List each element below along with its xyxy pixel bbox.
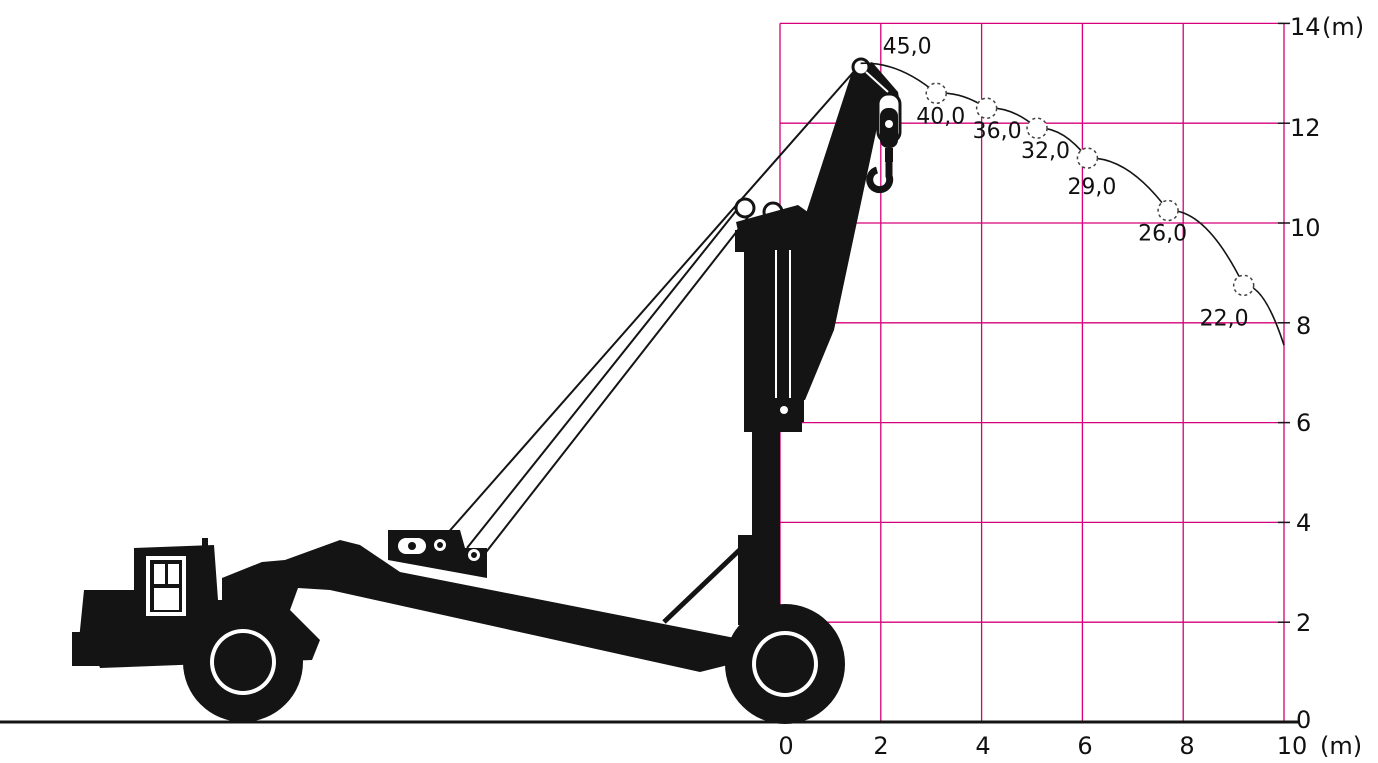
y-tick-label: 4: [1296, 509, 1311, 537]
capacity-label: 36,0: [973, 119, 1022, 144]
capacity-label: 32,0: [1021, 139, 1070, 164]
x-axis: 0 2 4 6 8 10 (m): [778, 732, 1362, 760]
hook-position-marker: [1157, 199, 1179, 222]
x-tick-label: 8: [1179, 732, 1194, 760]
capacity-label: 22,0: [1200, 306, 1249, 331]
crane-boom: [795, 62, 900, 400]
hook-position-marker: [1076, 147, 1099, 169]
hook-position-marker: [1026, 117, 1048, 139]
y-tick-label: 12: [1290, 114, 1321, 142]
y-tick-label: 14: [1290, 13, 1321, 41]
y-tick-label: 8: [1296, 312, 1311, 340]
hook-position-marker: [1232, 274, 1255, 297]
y-tick-label: 10: [1290, 214, 1321, 242]
capacity-label: 26,0: [1138, 222, 1187, 247]
crane-illustration: [72, 57, 902, 724]
x-tick-label: 4: [975, 732, 990, 760]
y-axis: 0 2 4 6 8 10 12 14 (m): [1290, 13, 1364, 734]
front-wheel: [725, 604, 845, 724]
hook-position-marker: [975, 97, 998, 119]
x-tick-label: 0: [778, 732, 793, 760]
y-tick-label: 6: [1296, 409, 1311, 437]
crane-mast: [734, 197, 843, 615]
x-tick-label: 2: [873, 732, 888, 760]
capacity-label: 40,0: [916, 104, 965, 129]
x-axis-unit: (m): [1320, 732, 1362, 760]
cable-block: [388, 530, 487, 578]
capacity-label: 29,0: [1067, 175, 1116, 200]
x-tick-label: 10: [1277, 732, 1308, 760]
hook-icon: [866, 92, 902, 194]
rear-wheel: [183, 602, 303, 722]
y-axis-unit: (m): [1322, 13, 1364, 41]
hook-position-marker: [925, 82, 947, 105]
capacity-points: 45,0 40,0 36,032,0 29,0 26,0 22,0: [883, 34, 1255, 331]
y-tick-label: 2: [1296, 609, 1311, 637]
y-tick-label: 0: [1296, 706, 1311, 734]
capacity-label: 45,0: [883, 34, 932, 59]
x-tick-label: 6: [1077, 732, 1092, 760]
